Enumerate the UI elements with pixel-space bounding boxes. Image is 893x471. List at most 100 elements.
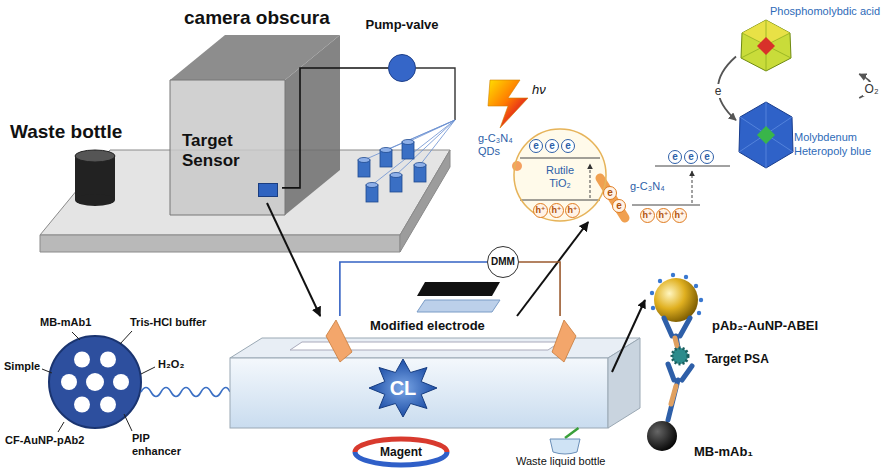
flow-cell: Modified electrodeCL: [230, 316, 640, 428]
pump-valve: Pump-valve: [388, 54, 416, 82]
reagent-bottles: [414, 163, 426, 168]
camera-obscura-housing: [170, 80, 285, 215]
waste-bottle-cylinder: [75, 150, 115, 206]
node-label: Waste liquid bottle: [516, 455, 605, 467]
node-label: Pump-valve: [352, 17, 452, 33]
analyte-label: Target PSA: [705, 352, 769, 366]
cl-star-outline: [369, 359, 437, 417]
hole: h⁺: [565, 203, 580, 218]
waste-liquid-bottle-outline: [550, 439, 580, 454]
magnet: Magent: [352, 436, 450, 468]
electron: e: [529, 139, 543, 153]
label-holder: h⁺: [640, 208, 655, 223]
reagent-tubes: [416, 68, 455, 120]
hole: h⁺: [672, 208, 687, 223]
reaction-arrow: [612, 300, 645, 372]
label-holder: g-C₃N₄: [630, 180, 665, 193]
electrode-clip: [552, 320, 576, 362]
reagent-tubes: [364, 68, 455, 185]
hole: h⁺: [656, 208, 671, 223]
immunocomplex: [675, 338, 677, 346]
light-bolt: [488, 80, 528, 128]
flow-cell-body: [230, 338, 640, 358]
waste-bottle-cylinder: [75, 194, 115, 206]
edge-label: e: [713, 84, 724, 98]
label-holder: e: [612, 199, 626, 213]
immunocomplex: [699, 298, 703, 302]
base-platform: [40, 235, 400, 252]
leader-line: [141, 367, 155, 374]
leader-line: [124, 414, 132, 431]
polyoxometalate-icon: [739, 20, 793, 168]
electron: e: [561, 139, 575, 153]
electron: e: [603, 186, 617, 200]
label-holder: e: [603, 186, 617, 200]
light-bolt: [488, 80, 528, 128]
label-holder: Tris-HCl buffer: [130, 316, 206, 329]
tio2-particle-outline: [514, 129, 606, 221]
camera-obscura-housing: [170, 35, 340, 215]
band-lines: [520, 158, 600, 159]
reagent-label: H₂O₂: [158, 358, 184, 371]
sample-wheel: [49, 336, 141, 428]
probe-label: pAb₂-AuNP-ABEI: [712, 318, 818, 334]
sample-wheel: [61, 374, 77, 390]
tio2-fill: [513, 128, 607, 222]
label-holder: PIP enhancer: [132, 432, 188, 458]
polyoxometalate-icon: [739, 102, 793, 168]
hole: h⁺: [549, 203, 564, 218]
immunocomplex: [650, 273, 703, 315]
electrode-plates: [417, 282, 500, 296]
material-label: g-C₃N₄: [630, 180, 665, 193]
dmm-meter: DMM: [487, 246, 519, 278]
electron: e: [612, 199, 626, 213]
polyoxometalate-icon: [739, 102, 793, 168]
label-holder: e: [545, 139, 559, 153]
label-holder: h⁺: [656, 208, 671, 223]
polyoxometalate-icon: [757, 37, 775, 55]
node-label: Target Sensor: [182, 131, 262, 171]
tubing-coil: [141, 388, 230, 397]
flow-cell-body: [230, 358, 608, 428]
label-holder: e: [700, 150, 714, 164]
polyoxometalate-icon: [741, 20, 791, 71]
polyoxometalate-icon: [741, 20, 791, 71]
electron: e: [700, 150, 714, 164]
band-lines: [520, 158, 730, 205]
sample-wheel: [100, 352, 116, 368]
reagent-bottles: [390, 173, 402, 178]
electrode-plates: [417, 282, 500, 312]
label-holder: hν: [532, 82, 546, 97]
immunocomplex: [658, 279, 662, 283]
waste-bottle: Waste bottle: [75, 150, 115, 206]
node-label: Waste bottle: [10, 120, 122, 144]
edge-label-holder: e: [713, 81, 724, 99]
molybdenum-blue: Molybdenum Heteropoly blue: [736, 98, 890, 172]
reagent-label: CF-AuNP-pAb2: [5, 434, 84, 447]
node-label: Modified electrode: [370, 318, 485, 334]
target-sensor: Target Sensor: [182, 131, 282, 203]
immunocomplex: [671, 386, 676, 404]
sample-wheel: [100, 397, 116, 413]
camera-obscura-housing: [170, 35, 340, 80]
connector: [517, 222, 588, 316]
reagent-label: Tris-HCl buffer: [130, 316, 206, 329]
node-label: Rutile TiO₂: [537, 164, 583, 190]
tubing-coil: [141, 388, 230, 397]
reagent-label: Simple: [4, 360, 40, 373]
flow-cell-body: [608, 338, 640, 428]
label-holder: Simple: [4, 360, 40, 373]
electron: e: [668, 150, 682, 164]
connector: [519, 262, 560, 316]
edge-label: O₂: [863, 82, 881, 96]
flow-cell-body: [230, 338, 640, 428]
band-lines: [520, 200, 600, 201]
base-platform: [400, 150, 450, 252]
electrode-clip: [326, 320, 352, 362]
waste-bottle-cylinder: [75, 150, 115, 162]
node-label: CL: [368, 358, 438, 418]
band-lines: [632, 205, 700, 206]
label-holder: g-C₃N₄ QDs: [478, 132, 522, 158]
reagent-bottles: [358, 140, 426, 203]
